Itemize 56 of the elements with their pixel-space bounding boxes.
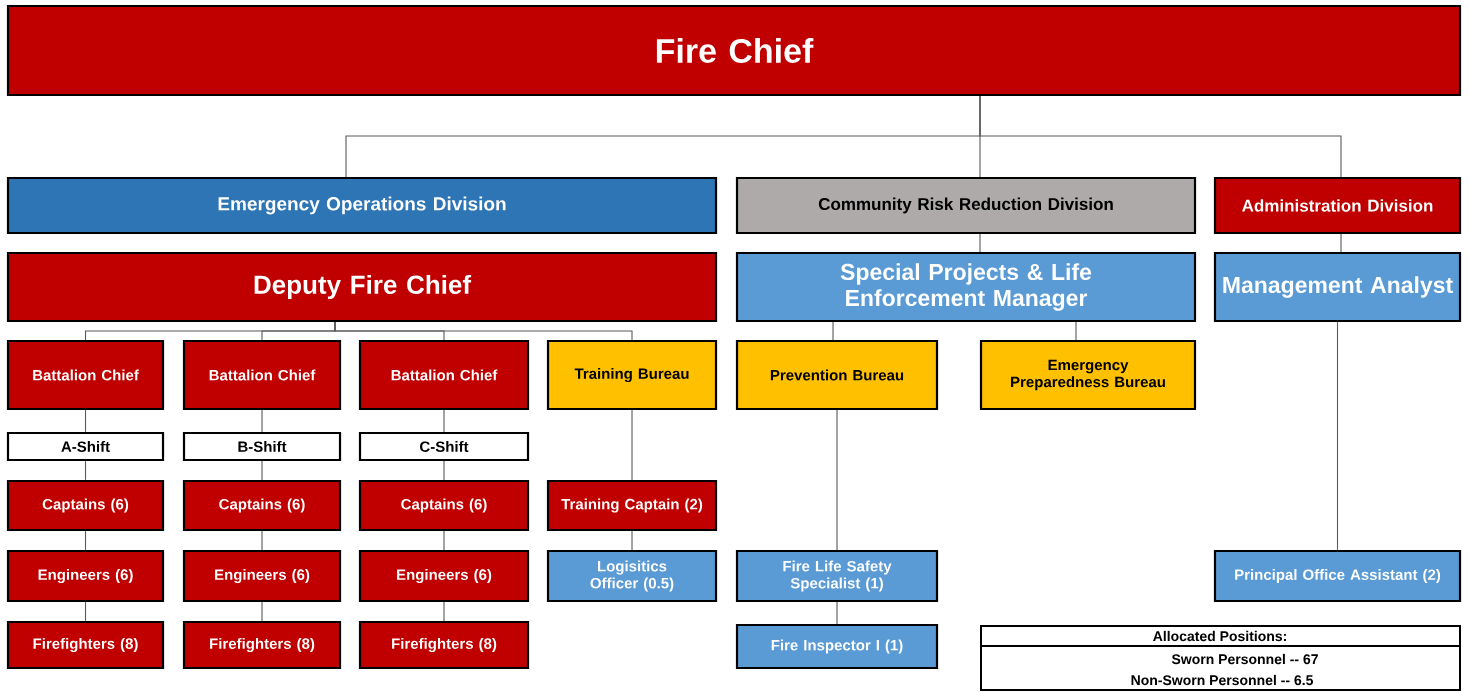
connector-line: [261, 601, 263, 622]
role-box: Engineers (6): [182, 549, 342, 603]
role-box: Training Captain (2): [546, 479, 718, 532]
connector-line: [334, 321, 633, 341]
role-box: Firefighters (8): [6, 620, 165, 670]
connector-line: [443, 409, 445, 433]
connector-line: [261, 530, 263, 551]
role-box: Management Analyst: [1213, 251, 1462, 323]
connector-line: [84, 460, 87, 481]
role-box: Deputy Fire Chief: [6, 251, 718, 323]
role-box: Special Projects & Life Enforcement Manager: [735, 251, 1197, 323]
connector-line: [1340, 233, 1342, 253]
table-text: Non-Sworn Personnel -- 6.5: [1131, 674, 1313, 686]
division-box: Administration Division: [1213, 176, 1462, 235]
role-box: Battalion Chief: [6, 339, 165, 411]
division-box: Community Risk Reduction Division: [735, 176, 1197, 235]
role-box: Fire Inspector I (1): [735, 623, 939, 670]
connector-line: [832, 321, 834, 341]
shift-box: C-Shift: [358, 431, 530, 462]
bureau-box: Prevention Bureau: [735, 339, 939, 411]
connector-line: [631, 409, 633, 481]
role-box: Captains (6): [6, 479, 165, 532]
connector-line: [836, 409, 838, 551]
table-text: Sworn Personnel -- 67: [1171, 653, 1318, 665]
division-box: Emergency Operations Division: [6, 176, 718, 235]
role-box: Logisitics Officer (0.5): [546, 549, 718, 603]
connector-line: [84, 530, 87, 551]
connector-line: [836, 601, 838, 625]
bureau-box: Training Bureau: [546, 339, 718, 411]
role-box: Engineers (6): [358, 549, 530, 603]
shift-box: B-Shift: [182, 431, 342, 462]
role-box: Principal Office Assistant (2): [1213, 549, 1462, 603]
role-box: Firefighters (8): [182, 620, 342, 670]
bureau-box: Emergency Preparedness Bureau: [979, 339, 1197, 411]
connector-line: [1075, 321, 1077, 341]
connector-line: [443, 530, 445, 551]
shift-box: A-Shift: [6, 431, 165, 462]
connector-line: [443, 601, 445, 622]
role-box: Battalion Chief: [182, 339, 342, 411]
role-box: Captains (6): [358, 479, 530, 532]
connector-line: [261, 409, 263, 433]
role-box: Engineers (6): [6, 549, 165, 603]
role-box: Fire Life Safety Specialist (1): [735, 549, 939, 603]
connector-line: [1336, 321, 1339, 551]
connector-line: [443, 460, 445, 481]
connector-line: [631, 530, 633, 551]
title-box: Fire Chief: [6, 4, 1462, 97]
role-box: Firefighters (8): [358, 620, 530, 670]
connector-line: [84, 601, 87, 622]
role-box: Captains (6): [182, 479, 342, 532]
connector-line: [979, 233, 981, 253]
role-box: Battalion Chief: [358, 339, 530, 411]
connector-line: [84, 409, 87, 433]
table-header: Allocated Positions:: [1153, 630, 1286, 642]
connector-line: [261, 460, 263, 481]
connector-line: [979, 95, 1342, 178]
